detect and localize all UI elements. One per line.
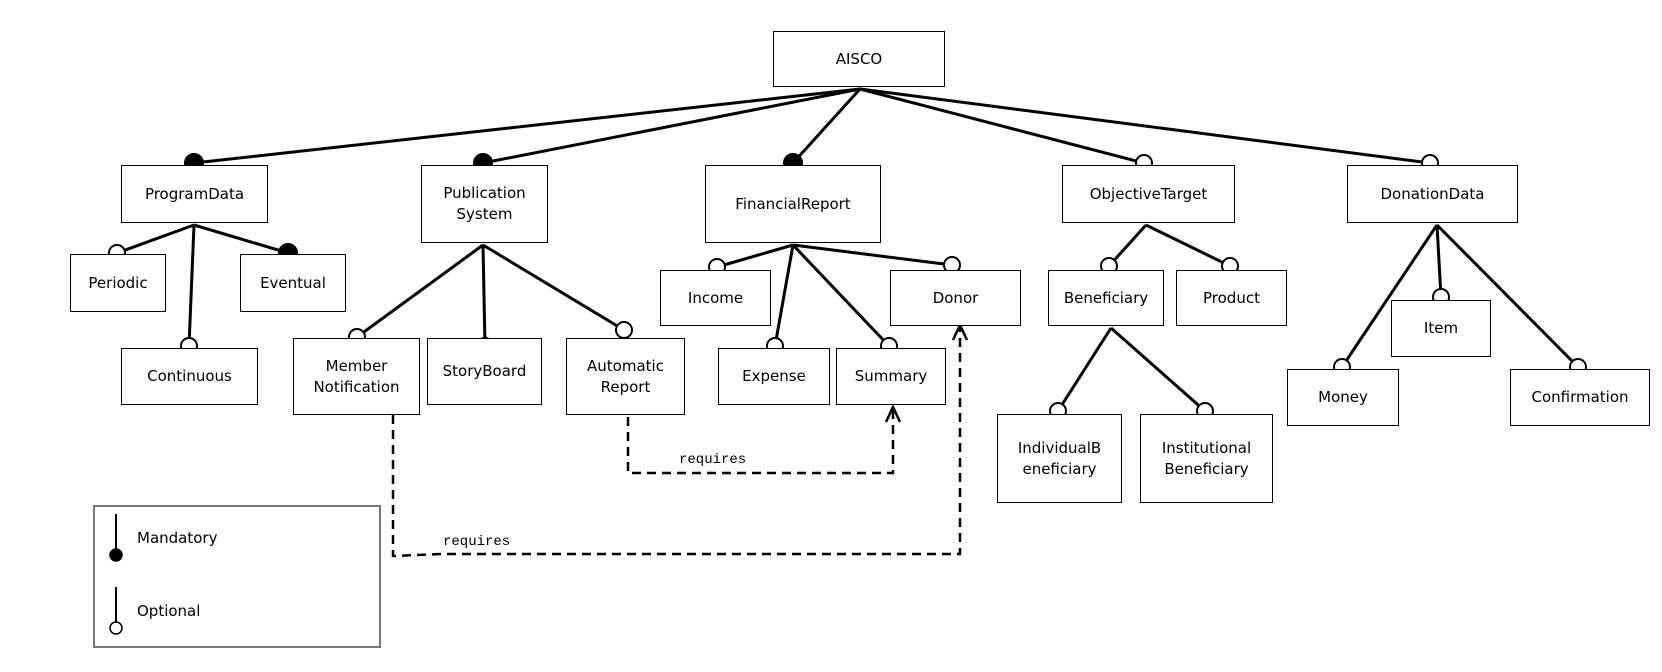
legend-mandatory-dot bbox=[109, 548, 123, 562]
feature-storyboard: StoryBoard bbox=[427, 338, 542, 405]
edge-publication-membernotif bbox=[356, 243, 484, 339]
legend-box: Mandatory Optional bbox=[93, 505, 381, 648]
feature-periodic: Periodic bbox=[70, 254, 166, 312]
feature-label: Money bbox=[1318, 388, 1368, 406]
feature-label: Summary bbox=[854, 367, 928, 385]
feature-label: Donor bbox=[932, 288, 979, 307]
edge-objectivetarget-beneficiary bbox=[1107, 223, 1148, 268]
feature-label: Continuous bbox=[147, 367, 232, 385]
constraint-label-requires-summary: requires bbox=[679, 452, 747, 468]
feature-label: FinancialReport bbox=[735, 194, 851, 213]
optional-dot-autoreport bbox=[615, 321, 633, 339]
edge-financialreport-summary bbox=[791, 243, 891, 348]
feature-label: Confirmation bbox=[1531, 388, 1629, 406]
edge-objectivetarget-product bbox=[1145, 223, 1231, 268]
feature-label: Beneficiary bbox=[1063, 288, 1149, 307]
edge-aisco-publication bbox=[482, 87, 861, 165]
legend-optional-label: Optional bbox=[137, 602, 201, 620]
feature-label: Product bbox=[1203, 288, 1260, 307]
legend-optional-dot bbox=[109, 621, 123, 635]
edge-programdata-eventual bbox=[193, 223, 289, 255]
legend-symbols bbox=[109, 514, 123, 635]
constraint-arrowhead-donor bbox=[951, 322, 969, 341]
feature-beneficiary: Beneficiary bbox=[1048, 270, 1164, 326]
edge-publication-storyboard bbox=[481, 244, 487, 347]
feature-programdata: ProgramData bbox=[121, 165, 268, 223]
feature-aisco: AISCO bbox=[773, 31, 945, 87]
feature-income: Income bbox=[660, 270, 771, 326]
edge-aisco-programdata bbox=[193, 87, 861, 165]
edge-programdata-periodic bbox=[116, 223, 195, 255]
feature-summary: Summary bbox=[836, 348, 946, 405]
feature-item: Item bbox=[1391, 300, 1491, 357]
feature-label: Periodic bbox=[88, 273, 148, 292]
feature-label: DonationData bbox=[1380, 184, 1485, 203]
edge-beneficiary-instben bbox=[1110, 326, 1206, 413]
feature-label: StoryBoard bbox=[442, 362, 527, 380]
feature-expense: Expense bbox=[718, 348, 830, 405]
feature-confirmation: Confirmation bbox=[1510, 369, 1650, 426]
feature-product: Product bbox=[1176, 270, 1287, 326]
feature-label: ProgramData bbox=[144, 184, 245, 203]
edge-financialreport-income bbox=[716, 243, 794, 269]
edge-financialreport-donor bbox=[792, 243, 953, 267]
edge-aisco-financialreport bbox=[791, 87, 862, 165]
feature-label: ObjectiveTarget bbox=[1089, 184, 1208, 203]
edge-donationdata-item bbox=[1435, 224, 1443, 298]
edge-beneficiary-indivben bbox=[1056, 327, 1113, 412]
feature-label: Eventual bbox=[260, 273, 326, 292]
edge-donationdata-money bbox=[1340, 224, 1439, 368]
feature-label: Expense bbox=[742, 367, 806, 385]
feature-objectivetarget: ObjectiveTarget bbox=[1062, 165, 1235, 223]
feature-label: AISCO bbox=[835, 49, 883, 68]
edge-publication-autoreport bbox=[482, 243, 625, 332]
constraint-membernotif-donor bbox=[391, 325, 962, 558]
legend-mandatory-label: Mandatory bbox=[137, 529, 218, 547]
constraint-autoreport-summary bbox=[626, 407, 895, 475]
constraint-arrowhead-summary bbox=[884, 404, 902, 423]
edge-aisco-donationdata bbox=[859, 87, 1431, 165]
feature-continuous: Continuous bbox=[121, 348, 258, 405]
edge-programdata-continuous bbox=[187, 224, 196, 347]
edge-aisco-objectivetarget bbox=[859, 87, 1145, 165]
feature-financialreport: FinancialReport bbox=[705, 165, 881, 243]
edge-financialreport-expense bbox=[773, 244, 795, 347]
feature-donationdata: DonationData bbox=[1347, 165, 1518, 223]
edge-donationdata-confirmation bbox=[1435, 223, 1580, 369]
feature-label: Item bbox=[1423, 319, 1459, 337]
feature-donor: Donor bbox=[890, 270, 1021, 326]
constraint-label-requires-donor: requires bbox=[443, 534, 511, 550]
feature-money: Money bbox=[1287, 369, 1399, 426]
feature-label: Income bbox=[687, 288, 744, 307]
feature-eventual: Eventual bbox=[240, 254, 346, 312]
